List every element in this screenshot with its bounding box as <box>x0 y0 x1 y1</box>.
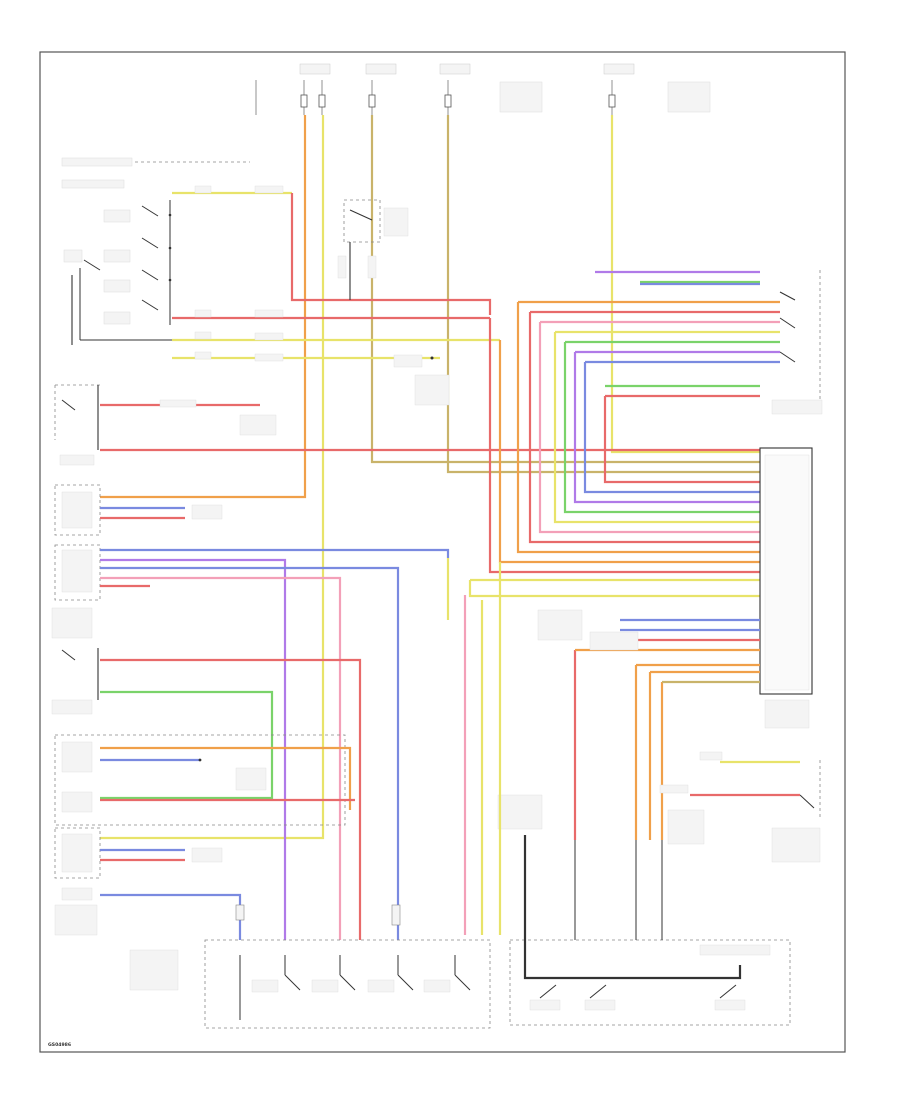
footer-code: GS04986 <box>48 1042 71 1048</box>
door-lock-switch-left <box>54 384 760 466</box>
vertical-wires <box>100 115 760 840</box>
connector-bundle <box>468 302 813 729</box>
mirror-switch-cluster <box>61 157 250 345</box>
diagram-frame <box>39 51 846 1053</box>
right-lower-switch <box>659 751 821 863</box>
lower-left-components <box>54 734 355 940</box>
left-middle-components <box>51 484 484 940</box>
wire-tan-3 <box>446 115 760 474</box>
switch-output-wires <box>172 185 500 362</box>
lower-right-module <box>497 609 791 1026</box>
fuse-symbol <box>608 94 616 108</box>
lower-switch-assembly <box>129 904 491 1029</box>
relay-box <box>337 199 450 406</box>
fuse-symbol <box>300 94 308 108</box>
wire-yellow-right <box>610 115 760 454</box>
fuse-symbol <box>368 94 376 108</box>
wire-yellow-1 <box>100 115 325 840</box>
fuse-symbol <box>444 94 452 108</box>
steering-switch-right <box>771 270 823 415</box>
wire-tan-2 <box>370 115 760 464</box>
right-wire-bank <box>518 270 780 398</box>
fuse-feeds <box>255 63 711 115</box>
fuse-symbol <box>318 94 326 108</box>
wire-orange-main <box>100 115 307 499</box>
